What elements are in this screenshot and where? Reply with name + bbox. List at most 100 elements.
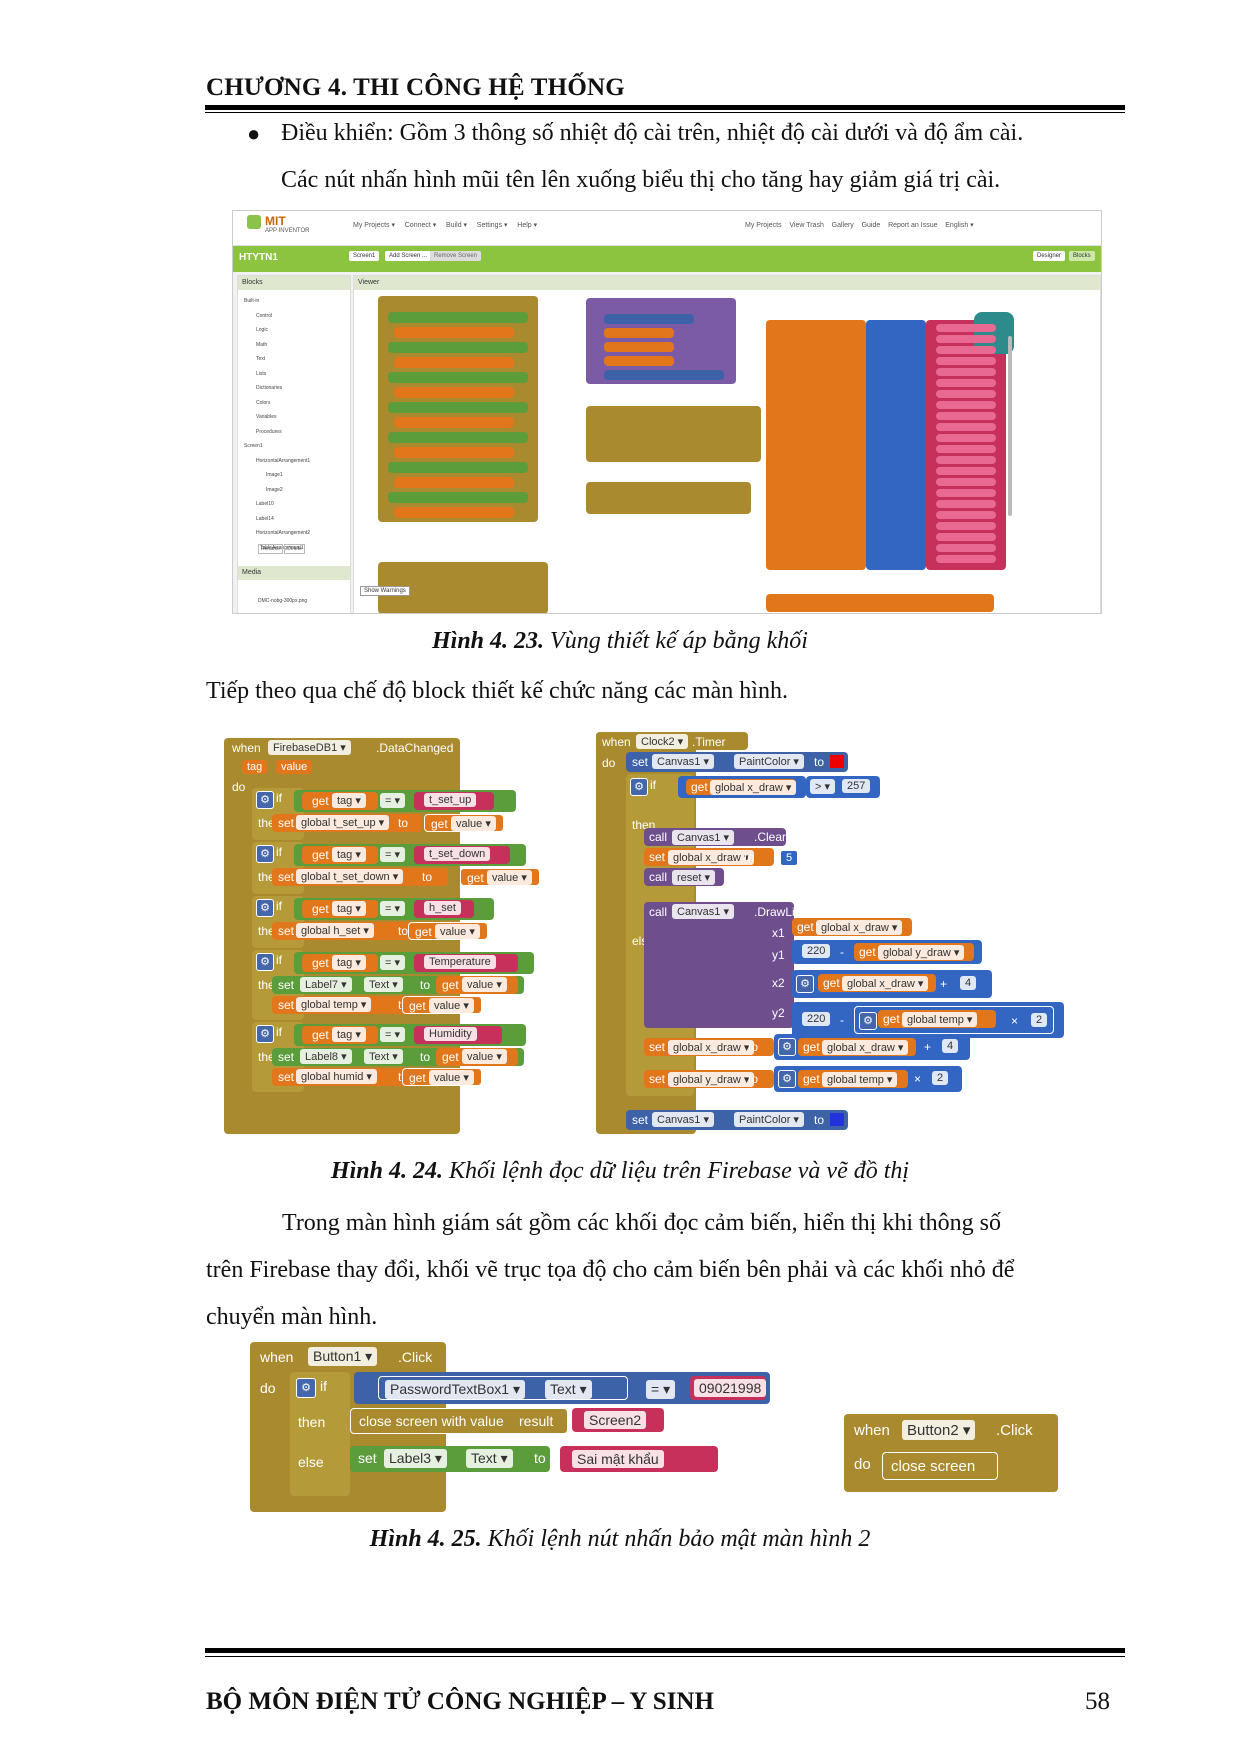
screen2-value[interactable]: Screen2 <box>584 1411 647 1429</box>
text-prop-dropdown[interactable]: Text ▾ <box>466 1449 513 1468</box>
passwordbox-dropdown[interactable]: PasswordTextBox1 ▾ <box>385 1380 525 1399</box>
gear-icon[interactable]: ⚙ <box>256 899 274 917</box>
ai-tree-item[interactable]: Lists <box>256 370 267 377</box>
var-dropdown[interactable]: global x_draw ▾ <box>668 1040 755 1055</box>
ai-tree-item[interactable]: Image1 <box>266 472 283 478</box>
var-dropdown[interactable]: global h_set ▾ <box>296 923 374 938</box>
canvas-dropdown[interactable]: Canvas1 ▾ <box>652 754 714 769</box>
gear-icon[interactable]: ⚙ <box>256 791 274 809</box>
tag-value-literal[interactable]: t_set_down <box>424 847 491 861</box>
ai-link-trash[interactable]: View Trash <box>789 222 824 229</box>
num-4[interactable]: 4 <box>942 1039 959 1053</box>
var-dropdown[interactable]: global x_draw ▾ <box>816 920 903 935</box>
canvas-dropdown[interactable]: Canvas1 ▾ <box>672 904 734 919</box>
num-2[interactable]: 2 <box>1031 1013 1048 1027</box>
ai-tree-item[interactable]: Label14 <box>256 515 274 522</box>
ai-tree-item[interactable]: Image2 <box>266 486 283 493</box>
value-dropdown[interactable]: value ▾ <box>435 924 480 939</box>
var-dropdown[interactable]: global y_draw ▾ <box>668 1072 755 1087</box>
color-red-swatch[interactable] <box>830 755 844 768</box>
ai-tree-item[interactable]: Text <box>256 356 266 362</box>
num-220[interactable]: 220 <box>802 1012 831 1026</box>
value-dropdown[interactable]: value ▾ <box>429 1070 474 1085</box>
tag-dropdown[interactable]: tag ▾ <box>332 793 366 808</box>
ai-tree-item[interactable]: Label10 <box>256 501 274 507</box>
ai-tree-item[interactable]: Built-in <box>244 298 260 304</box>
label-dropdown[interactable]: Label8 ▾ <box>300 1049 352 1064</box>
var-dropdown[interactable]: global temp ▾ <box>902 1012 978 1027</box>
value-dropdown[interactable]: value ▾ <box>429 998 474 1013</box>
reset-dropdown[interactable]: reset ▾ <box>672 870 716 885</box>
ai-link-projects[interactable]: My Projects <box>745 222 782 229</box>
ai-menu-projects[interactable]: My Projects <box>353 222 390 229</box>
ai-tree-item[interactable]: Screen1 <box>244 443 263 449</box>
canvas-dropdown[interactable]: Canvas1 ▾ <box>672 830 734 845</box>
eq-operator[interactable]: = ▾ <box>646 1380 676 1399</box>
tag-dropdown[interactable]: tag ▾ <box>332 1027 366 1042</box>
var-dropdown[interactable]: global x_draw ▾ <box>842 976 929 991</box>
var-dropdown[interactable]: global x_draw ▾ <box>710 780 797 795</box>
var-dropdown[interactable]: global x_draw ▾ <box>822 1040 909 1055</box>
ai-add-screen-button[interactable]: Add Screen ... <box>385 251 432 261</box>
eq-operator[interactable]: = ▾ <box>380 901 406 916</box>
gear-icon[interactable]: ⚙ <box>778 1070 796 1088</box>
gear-icon[interactable]: ⚙ <box>256 845 274 863</box>
label3-dropdown[interactable]: Label3 ▾ <box>384 1449 447 1468</box>
var-dropdown[interactable]: global temp ▾ <box>822 1072 898 1087</box>
num-220[interactable]: 220 <box>802 944 831 958</box>
eq-operator[interactable]: = ▾ <box>380 847 406 862</box>
var-dropdown[interactable]: global humid ▾ <box>296 1069 377 1084</box>
gear-icon[interactable]: ⚙ <box>256 1025 274 1043</box>
text-prop-dropdown[interactable]: Text ▾ <box>364 1049 403 1064</box>
color-blue-swatch[interactable] <box>830 1113 844 1126</box>
value-dropdown[interactable]: value ▾ <box>462 1049 507 1064</box>
ai-menu-help[interactable]: Help <box>517 222 532 229</box>
ai-screen-select[interactable]: Screen1 <box>349 251 380 261</box>
paint-dropdown[interactable]: PaintColor ▾ <box>734 754 804 769</box>
wrong-password-value[interactable]: Sai mật khẩu <box>572 1450 664 1468</box>
ai-tree-item[interactable]: Variables <box>256 414 277 420</box>
gear-icon[interactable]: ⚙ <box>630 778 648 796</box>
gt-operator[interactable]: > ▾ <box>810 779 836 794</box>
gear-icon[interactable]: ⚙ <box>296 1378 316 1398</box>
ai-blocks-button[interactable]: Blocks <box>1069 251 1095 261</box>
eq-operator[interactable]: = ▾ <box>380 955 406 970</box>
gear-icon[interactable]: ⚙ <box>256 953 274 971</box>
gear-icon[interactable]: ⚙ <box>778 1038 796 1056</box>
button2-dropdown[interactable]: Button2 ▾ <box>902 1420 976 1440</box>
button1-dropdown[interactable]: Button1 ▾ <box>308 1347 378 1366</box>
paint-dropdown[interactable]: PaintColor ▾ <box>734 1112 804 1127</box>
ai-menu-settings[interactable]: Settings <box>476 222 503 229</box>
ai-show-warnings-button[interactable]: Show Warnings <box>360 586 410 596</box>
gear-icon[interactable]: ⚙ <box>859 1012 877 1030</box>
ai-link-gallery[interactable]: Gallery <box>831 222 854 229</box>
label-dropdown[interactable]: Label7 ▾ <box>300 977 352 992</box>
ai-delete-button[interactable]: Delete <box>284 544 305 554</box>
tag-value-literal[interactable]: Humidity <box>424 1027 477 1041</box>
num-4[interactable]: 4 <box>960 976 977 990</box>
ai-tree-item[interactable]: Math <box>256 341 268 348</box>
tag-dropdown[interactable]: tag ▾ <box>332 901 366 916</box>
num-2[interactable]: 2 <box>932 1071 949 1085</box>
ai-menu-connect[interactable]: Connect <box>404 222 431 229</box>
text-prop-dropdown[interactable]: Text ▾ <box>364 977 403 992</box>
password-value[interactable]: 09021998 <box>694 1379 767 1397</box>
ai-link-report[interactable]: Report an Issue <box>888 222 938 229</box>
ai-tree-item[interactable]: Dictionaries <box>256 385 283 391</box>
var-dropdown[interactable]: global t_set_up ▾ <box>296 815 390 830</box>
ai-remove-screen-button[interactable]: Remove Screen <box>430 251 482 261</box>
eq-operator[interactable]: = ▾ <box>380 1027 406 1042</box>
ai-tree-item[interactable]: HorizontalArrangement1 <box>256 457 311 464</box>
ai-tree-item[interactable]: TableArrangement1 <box>260 544 304 551</box>
ai-link-language[interactable]: English <box>945 222 969 229</box>
tag-value-literal[interactable]: h_set <box>424 901 461 915</box>
ai-tree-item[interactable]: Colors <box>256 399 271 406</box>
eq-operator[interactable]: = ▾ <box>380 793 406 808</box>
value-dropdown[interactable]: value ▾ <box>451 816 496 831</box>
var-dropdown[interactable]: global y_draw ▾ <box>878 945 965 960</box>
ai-menu-build[interactable]: Build <box>446 222 462 229</box>
var-dropdown[interactable]: global x_draw ▾ <box>668 850 755 865</box>
gear-icon[interactable]: ⚙ <box>796 975 814 993</box>
ai-rename-button[interactable]: Rename <box>258 544 283 554</box>
ai-tree-item[interactable]: Control <box>256 312 273 319</box>
